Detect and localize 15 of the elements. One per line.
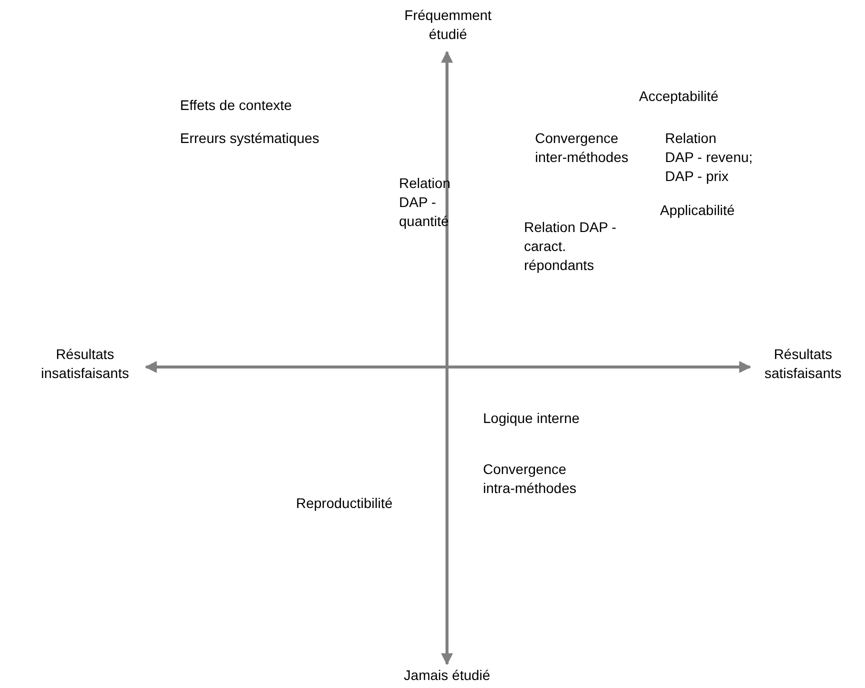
quadrant-item: Relation DAP - quantité xyxy=(399,174,450,231)
quadrant-item: Acceptabilité xyxy=(639,87,718,106)
quadrant-item: Convergence intra-méthodes xyxy=(483,460,576,498)
axis-title: Résultats insatisfaisants xyxy=(40,345,130,383)
axis-title: Fréquemment étudié xyxy=(403,6,493,44)
quadrant-item: Erreurs systématiques xyxy=(180,129,320,148)
axis-title: Jamais étudié xyxy=(402,666,492,685)
quadrant-item: Reproductibilité xyxy=(296,494,392,513)
quadrant-item: Convergence inter-méthodes xyxy=(535,129,630,167)
quadrant-item: Relation DAP - revenu; DAP - prix xyxy=(665,129,753,186)
axis-title: Résultats satisfaisants xyxy=(763,345,843,383)
quadrant-item: Logique interne xyxy=(483,409,580,428)
quadrant-item: Effets de contexte xyxy=(180,96,292,115)
quadrant-item: Relation DAP - caract. répondants xyxy=(524,218,616,275)
quadrant-item: Applicabilité xyxy=(660,201,735,220)
